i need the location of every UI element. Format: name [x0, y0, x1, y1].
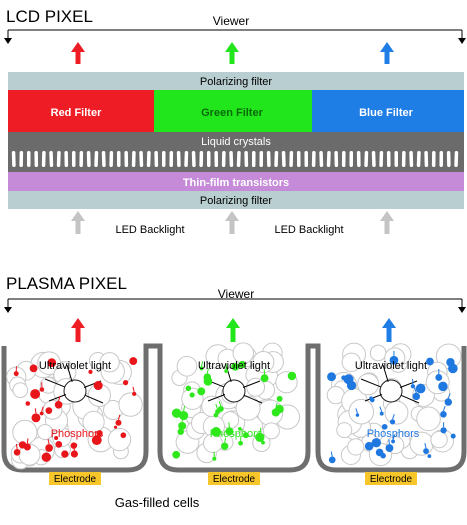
plasma-phosphors-label: Phosphors [51, 428, 104, 440]
lcd-red-light-arrow [71, 42, 85, 64]
lcd-blue-filter-label: Blue Filter [359, 107, 414, 119]
plasma-caption: Gas-filled cells [115, 495, 200, 510]
lcd-backlight-label-2: LED Backlight [274, 224, 343, 236]
lcd-viewer-label: Viewer [213, 14, 249, 28]
plasma-phosphors-label: Phosphors [210, 428, 263, 440]
lcd-liquid-crystals-label: Liquid crystals [201, 136, 271, 148]
lcd-transistors-label: Thin-film transistors [183, 177, 289, 189]
plasma-electrode-label: Electrode [54, 474, 97, 485]
lcd-backlight-label-1: LED Backlight [115, 224, 184, 236]
lcd-green-filter-label: Green Filter [201, 107, 263, 119]
plasma-blue-light-arrow [382, 318, 396, 342]
plasma-gas-atom [64, 380, 86, 402]
lcd-top-polarizer-label: Polarizing filter [200, 76, 272, 88]
backlight-arrow-1 [71, 211, 85, 234]
plasma-uv-label: Ultraviolet light [355, 360, 427, 372]
plasma-red-light-arrow [71, 318, 85, 342]
backlight-arrow-2 [225, 211, 239, 234]
plasma-viewer-label: Viewer [218, 287, 254, 301]
plasma-gas-atom [380, 380, 402, 402]
lcd-viewer-line [4, 30, 466, 44]
plasma-title: PLASMA PIXEL [6, 274, 127, 293]
plasma-uv-label: Ultraviolet light [198, 360, 270, 372]
lcd-green-light-arrow [225, 42, 239, 64]
lcd-blue-light-arrow [380, 42, 394, 64]
plasma-electrode-label: Electrode [213, 474, 256, 485]
plasma-green-light-arrow [226, 318, 240, 342]
lcd-title: LCD PIXEL [6, 7, 93, 26]
plasma-uv-label: Ultraviolet light [39, 360, 111, 372]
lcd-red-filter-label: Red Filter [51, 107, 102, 119]
plasma-gas-atom [223, 380, 245, 402]
lcd-bottom-polarizer-label: Polarizing filter [200, 195, 272, 207]
plasma-viewer-line [4, 299, 466, 313]
plasma-phosphors-label: Phosphors [367, 428, 420, 440]
plasma-electrode-label: Electrode [370, 474, 413, 485]
backlight-arrow-3 [380, 211, 394, 234]
